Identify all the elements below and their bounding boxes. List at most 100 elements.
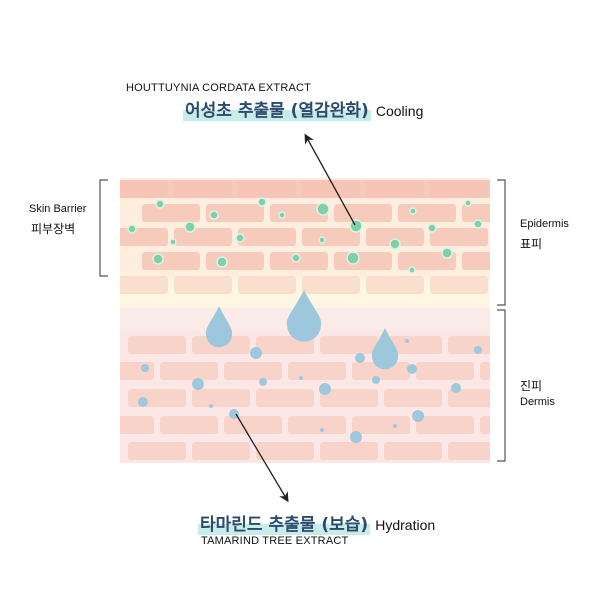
blue-dot xyxy=(259,378,267,386)
epidermis-brick xyxy=(142,204,200,222)
green-dot xyxy=(389,238,401,250)
green-dot xyxy=(318,236,326,244)
blue-dot xyxy=(350,431,362,443)
blue-dot xyxy=(319,383,331,395)
houttuynia-caption: HOUTTUYNIA CORDATA EXTRACT xyxy=(126,82,312,94)
houttuynia-title-kr: 어성초 추출물 (열감완화) xyxy=(183,101,371,121)
dermis-brick xyxy=(480,416,490,434)
green-dot xyxy=(169,238,177,246)
epidermis-brick xyxy=(430,228,488,246)
blue-dot xyxy=(355,353,365,363)
dermis-brick xyxy=(288,416,346,434)
dermis-brick xyxy=(384,389,442,407)
epidermis-brick xyxy=(206,204,264,222)
blue-dot xyxy=(250,347,262,359)
dermis-brick xyxy=(416,362,474,380)
dermis-brick xyxy=(352,416,410,434)
epidermis-brick xyxy=(462,252,490,270)
epidermis-brick xyxy=(430,276,488,294)
dermis-bracket xyxy=(497,309,506,462)
cooling-arrow xyxy=(304,133,356,226)
blue-dot xyxy=(320,428,324,432)
dermis-brick xyxy=(192,442,250,460)
green-dot xyxy=(473,219,483,229)
blue-dot xyxy=(141,364,149,372)
blue-dot xyxy=(474,346,482,354)
epidermis-brick xyxy=(366,228,424,246)
epidermis-brick xyxy=(238,228,296,246)
blue-dot xyxy=(407,364,417,374)
skin-barrier-kr: 피부장벽 xyxy=(31,222,76,236)
dermis-brick xyxy=(120,416,154,434)
epidermis-brick xyxy=(334,204,392,222)
dermis-brick xyxy=(448,442,490,460)
epidermis-brick xyxy=(302,276,360,294)
green-dot xyxy=(235,233,245,243)
tamarind-title-kr: 타마린드 추출물 (보습) xyxy=(198,515,371,535)
blue-dot xyxy=(451,383,461,393)
green-dot xyxy=(155,199,165,209)
hydration-arrow xyxy=(235,413,289,503)
hydration-title: 타마린드 추출물 (보습) Hydration xyxy=(198,510,435,535)
green-dot xyxy=(216,256,228,268)
epidermis-en: Epidermis xyxy=(520,218,569,230)
blue-dot xyxy=(393,424,397,428)
dermis-brick xyxy=(288,362,346,380)
green-dot xyxy=(349,219,363,233)
tamarind-caption: TAMARIND TREE EXTRACT xyxy=(201,535,349,547)
green-dot xyxy=(427,223,437,233)
epidermis-brick xyxy=(120,276,168,294)
dermis-brick xyxy=(160,362,218,380)
dermis-brick xyxy=(128,389,186,407)
epidermis-brick xyxy=(142,252,200,270)
epidermis-kr: 표피 xyxy=(520,237,543,251)
blue-dot xyxy=(229,409,239,419)
green-dot xyxy=(127,224,137,234)
green-dot xyxy=(408,266,416,274)
epidermis-top-band xyxy=(120,180,490,198)
green-dot xyxy=(257,197,267,207)
green-dot xyxy=(291,253,301,263)
green-dot xyxy=(152,253,164,265)
blue-dot xyxy=(405,339,409,343)
hydration-label: Hydration xyxy=(375,517,436,533)
cooling-label: Cooling xyxy=(375,103,424,119)
brick-pattern xyxy=(120,180,490,460)
dermis-brick xyxy=(416,416,474,434)
skin-barrier-bracket xyxy=(99,179,108,277)
cooling-title: 어성초 추출물 (열감완화) Cooling xyxy=(183,96,423,121)
dermis-brick xyxy=(352,362,410,380)
epidermis-brick xyxy=(206,252,264,270)
dermis-brick xyxy=(128,442,186,460)
epidermis-brick xyxy=(174,276,232,294)
green-dot xyxy=(464,199,472,207)
green-dot xyxy=(184,221,196,233)
water-drops xyxy=(205,290,399,370)
green-dot xyxy=(346,251,360,265)
dermis-brick xyxy=(128,336,186,354)
epidermis-brick xyxy=(238,276,296,294)
epidermis-brick xyxy=(398,252,456,270)
blue-dot xyxy=(412,410,424,422)
green-dot xyxy=(278,211,286,219)
dots-layer xyxy=(127,197,483,443)
dermis-en: Dermis xyxy=(520,396,555,408)
epidermis-brick xyxy=(120,228,168,246)
dermis-kr: 진피 xyxy=(520,379,543,393)
epidermis-brick xyxy=(334,252,392,270)
epidermis-brick xyxy=(398,204,456,222)
dermis-brick xyxy=(384,442,442,460)
skin-barrier-en: Skin Barrier xyxy=(29,203,87,215)
epidermis-brick xyxy=(462,204,490,222)
green-dot xyxy=(209,210,219,220)
dermis-brick xyxy=(480,362,490,380)
green-dot xyxy=(316,202,330,216)
blue-dot xyxy=(299,376,303,380)
dermis-brick xyxy=(160,416,218,434)
dermis-brick xyxy=(320,336,378,354)
blue-dot xyxy=(192,378,204,390)
dermis-brick xyxy=(256,442,314,460)
blue-dot xyxy=(372,376,380,384)
epidermis-brick xyxy=(174,228,232,246)
